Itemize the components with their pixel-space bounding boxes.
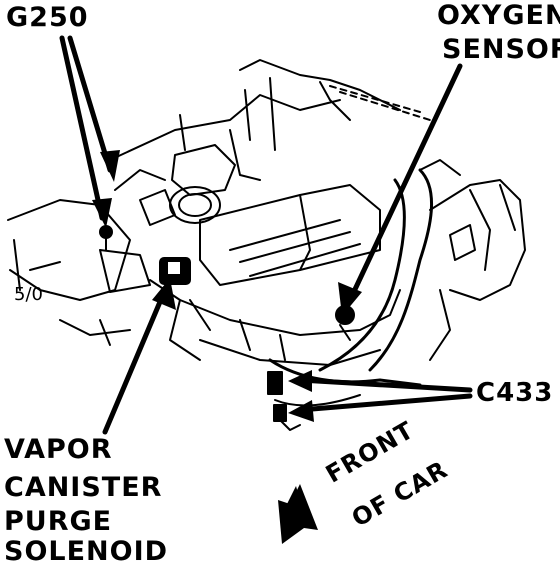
purge-solenoid-label-line-2: CANISTER: [4, 472, 163, 503]
purge-solenoid-arrow: [102, 287, 168, 435]
g250-arrow-2-head: [100, 150, 120, 182]
svg-text:5/0: 5/0: [14, 284, 43, 305]
g250-arrow-1: [59, 35, 105, 221]
oxygen-sensor-label-line-2: SENSOR: [442, 34, 560, 65]
purge-solenoid-arrow-head: [152, 278, 176, 310]
oxygen-sensor-arrow: [347, 63, 463, 303]
c433-arrow-2: [297, 393, 473, 413]
engine-block-sketch: 5/0: [7, 59, 526, 431]
c433-arrow-1: [297, 377, 473, 393]
purge-solenoid-label-line-1: VAPOR: [4, 434, 113, 465]
c433-label: C433: [476, 378, 554, 408]
oxygen-sensor-label-line-1: OXYGEN: [437, 0, 560, 31]
leader-arrows: [59, 35, 473, 544]
c433-arrow-2-head: [288, 400, 314, 422]
g250-arrow-1-head: [92, 198, 112, 228]
g250-label: G250: [6, 2, 89, 33]
purge-solenoid-label-line-3: PURGE: [4, 506, 113, 537]
oxygen-sensor-arrow-head: [338, 282, 362, 316]
front-of-car-arrow-icon: [278, 484, 318, 544]
purge-solenoid-label-line-4: SOLENOID: [4, 536, 169, 562]
c433-arrow-1-head: [288, 370, 312, 392]
